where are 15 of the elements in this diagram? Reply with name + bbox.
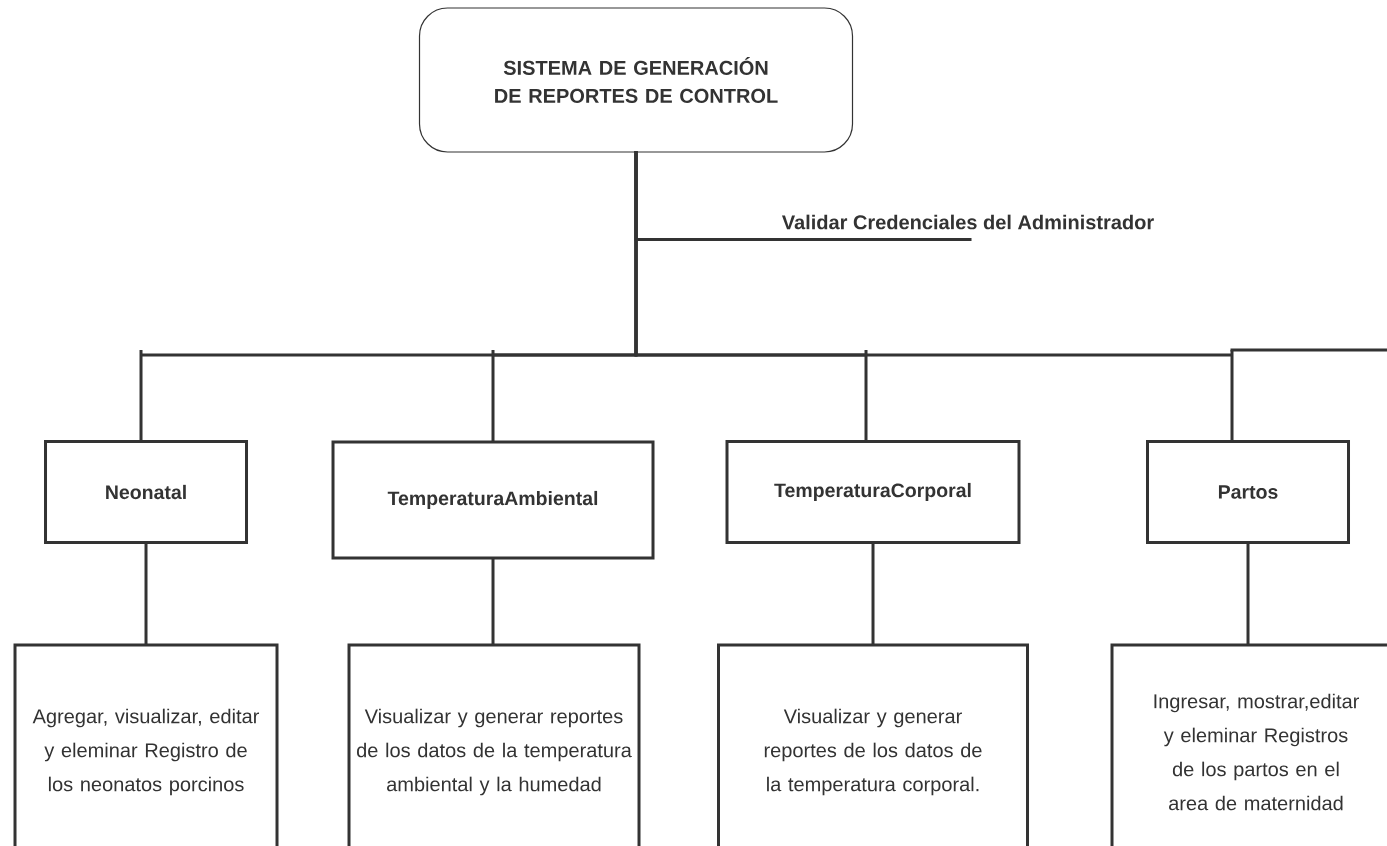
description-box: Visualizar y generar reportes de los datos de la temperatura corporal. (717, 643, 1029, 846)
category-box: Neonatal (44, 440, 248, 544)
connector-line (144, 542, 148, 645)
category-box: TemperaturaCorporal (725, 440, 1021, 544)
connector-line (1246, 542, 1250, 645)
description-box: Agregar, visualizar, editar y eleminar Registro de los neonatos porcinos (13, 643, 279, 846)
branch-label: Validar Credenciales del Administrador (781, 214, 1154, 230)
connector-line (871, 542, 875, 645)
connector-line (491, 558, 495, 645)
description-box: Ingresar, mostrar,editar y eleminar Registros de los partos en el area de maternidad (1110, 643, 1387, 846)
category-box: TemperaturaAmbiental (331, 440, 655, 560)
description-box: Visualizar y generar reportes de los datos de la temperatura ambiental y la humedad (347, 643, 641, 846)
category-box: Partos (1146, 440, 1350, 544)
title-box: SISTEMA DE GENERACIÓN DE REPORTES DE CONTROL (418, 7, 854, 153)
connector-line (634, 151, 1234, 442)
